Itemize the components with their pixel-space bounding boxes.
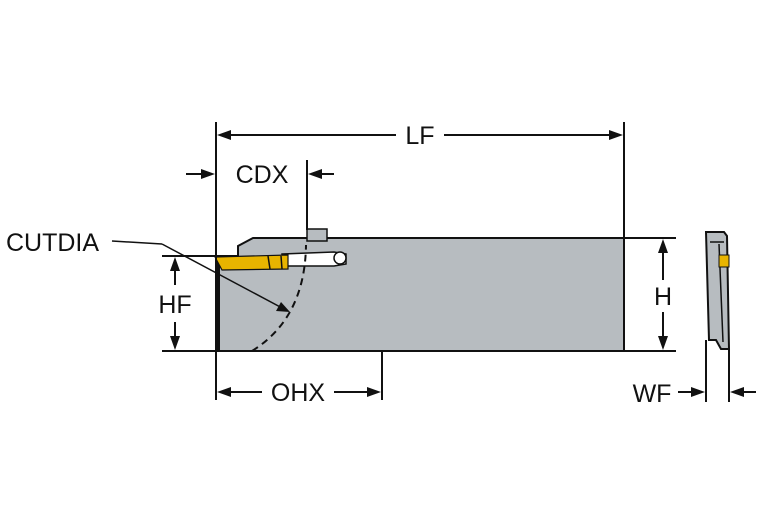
end-view-shank: [704, 231, 731, 350]
cutting-insert: [214, 254, 289, 271]
h-label: H: [654, 283, 672, 311]
ohx-label: OHX: [271, 379, 326, 407]
cutdia-arc: [251, 244, 307, 352]
wf-label: WF: [633, 380, 672, 408]
cutdia-label: CUTDIA: [6, 229, 99, 257]
end-view-insert: [718, 254, 730, 268]
hf-label: HF: [158, 291, 191, 319]
cdx-label: CDX: [236, 161, 289, 189]
clamp-screw: [306, 228, 328, 242]
seat-hole: [333, 251, 347, 265]
lf-label: LF: [405, 122, 434, 150]
